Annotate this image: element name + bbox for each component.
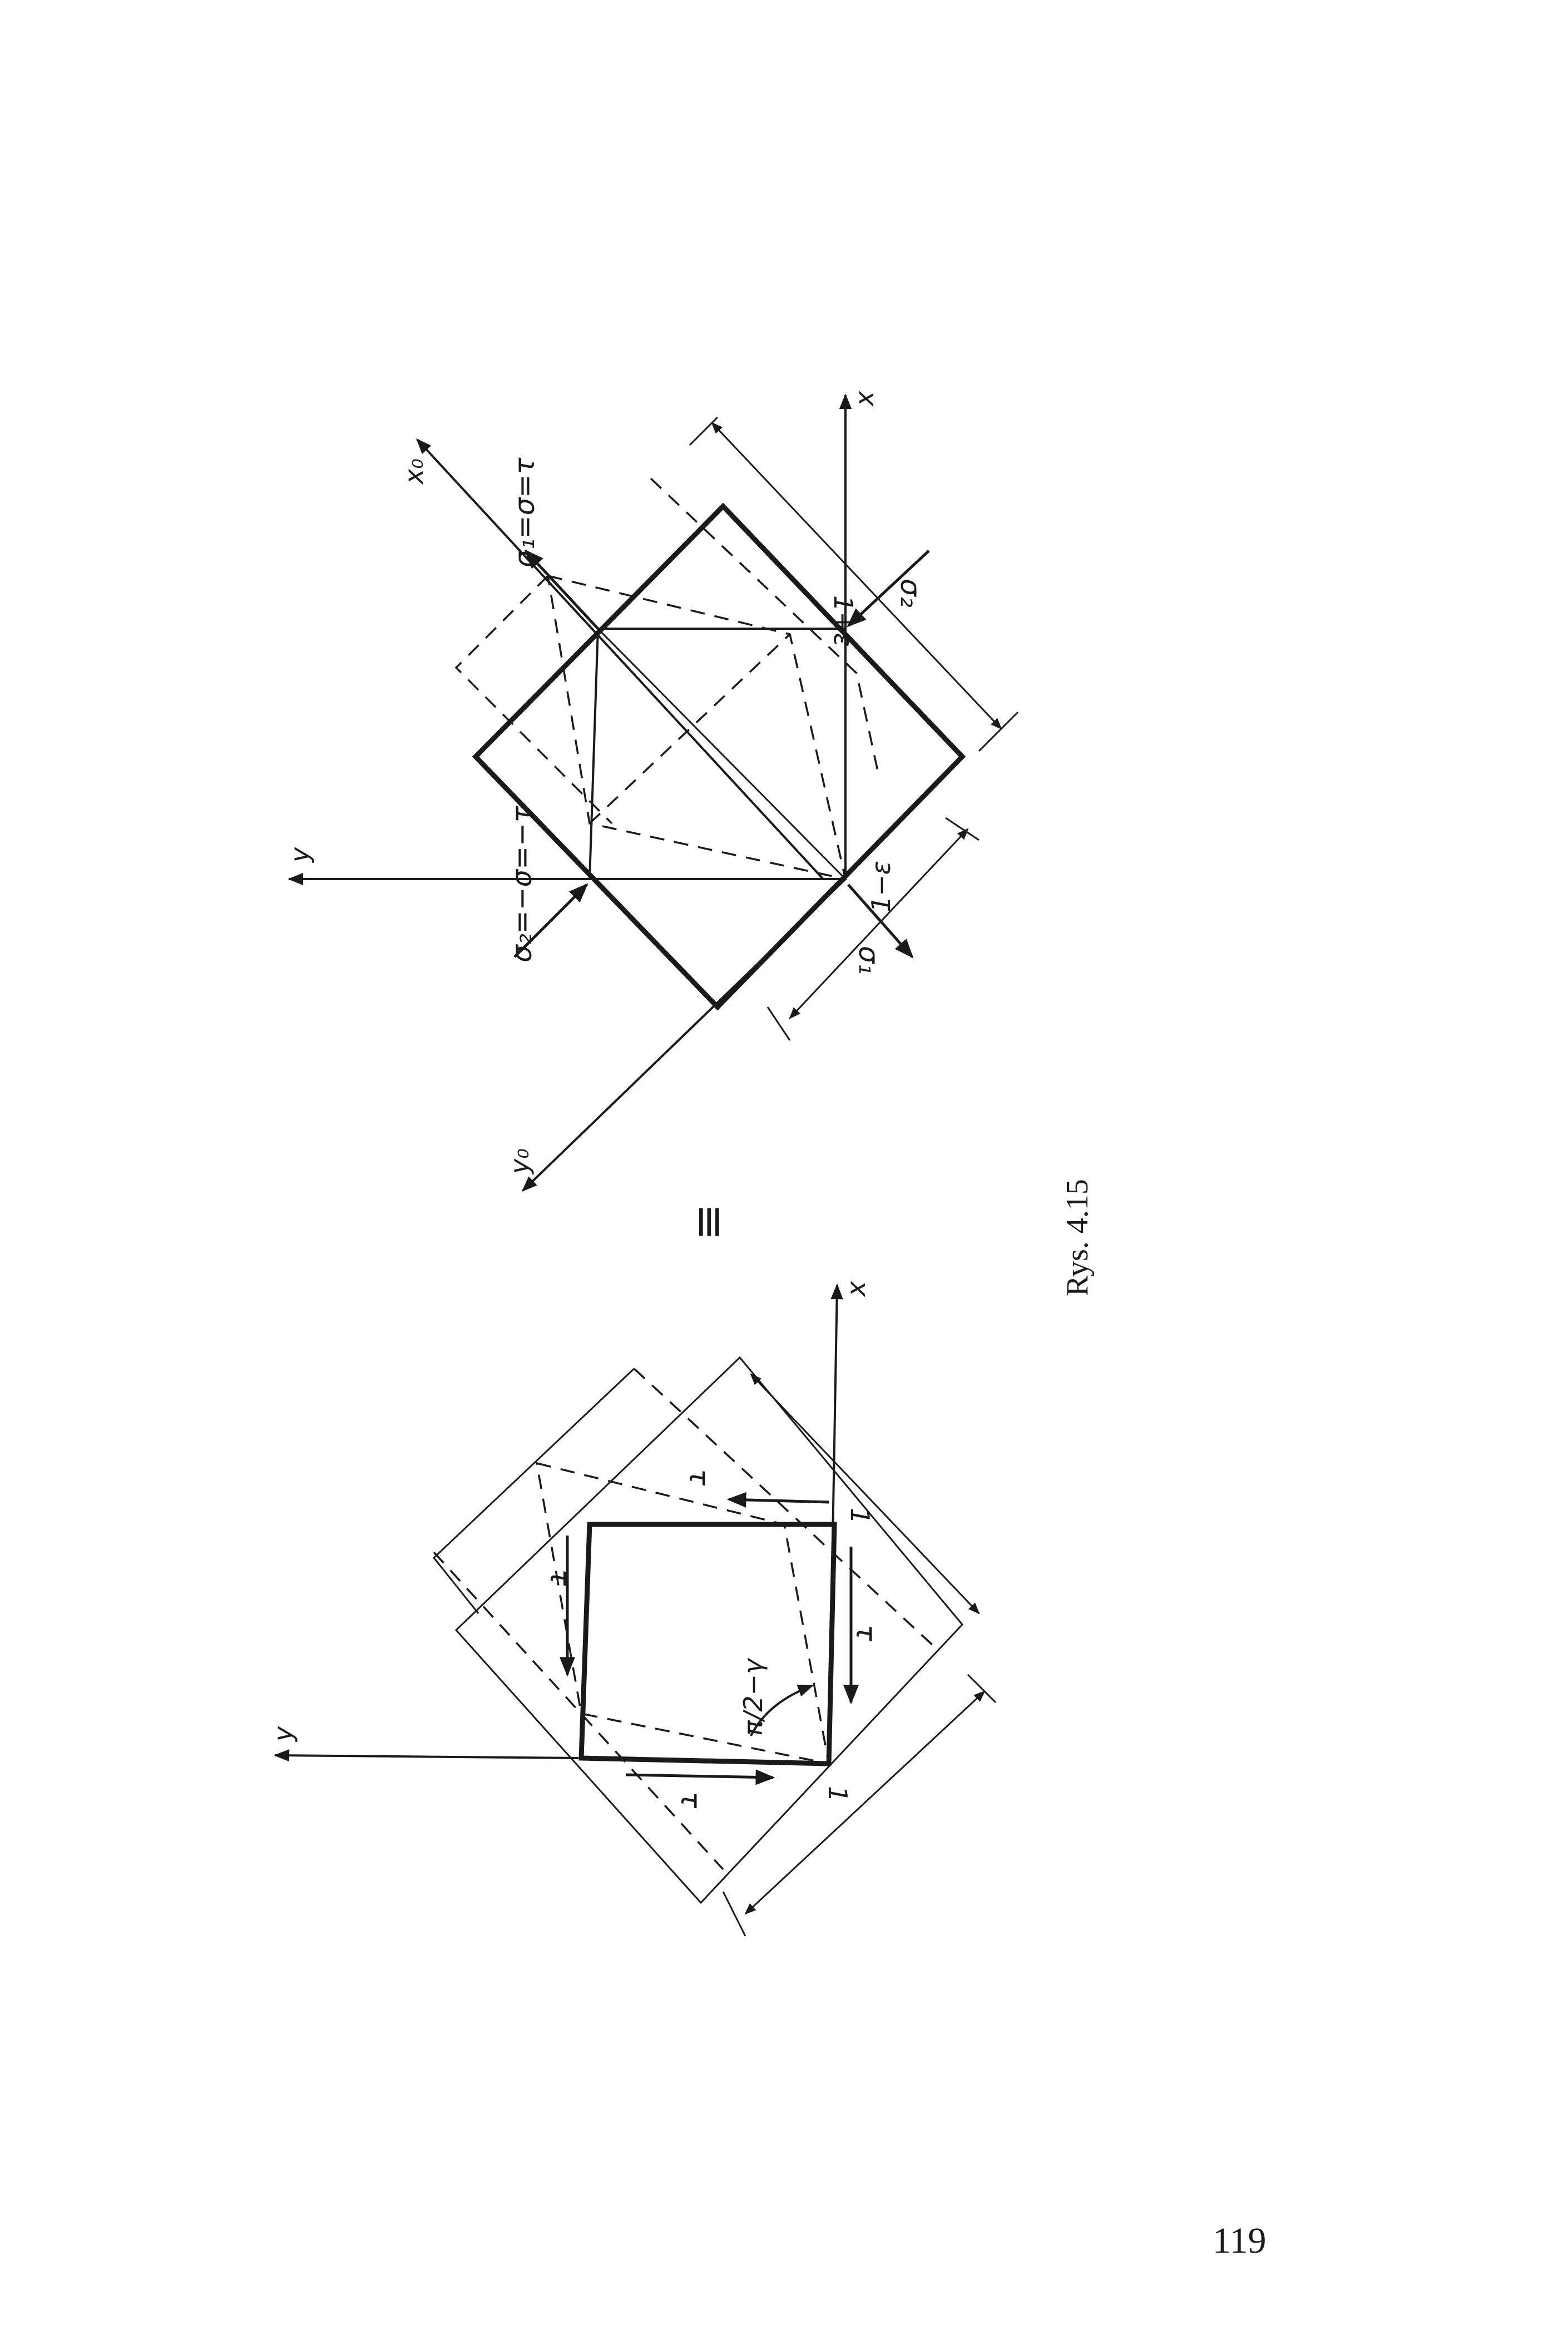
right-labels: x y x₀ y₀ σ₁=σ=τ σ₂=−σ=−τ 1+ε σ₂ 1−ε σ₁ <box>285 391 927 1175</box>
label-sigma1: σ₁ <box>853 946 885 975</box>
label-x0: x₀ <box>399 458 429 485</box>
dashed-outer-left-2 <box>433 1551 724 1870</box>
label-stretch: 1+ε <box>828 595 858 647</box>
label-side-1-lower: 1 <box>823 1786 853 1802</box>
diagonal-right <box>597 628 847 880</box>
left-labels: x y τ τ τ τ 1 1 π/2−γ <box>268 1281 882 1809</box>
dashed-diag-right <box>588 633 791 825</box>
thin-outer-left <box>432 1368 635 1614</box>
label-side-1-upper: 1 <box>845 1508 875 1524</box>
dim-1-lower <box>744 1690 986 1915</box>
dim-line-1e-minus <box>789 828 969 1019</box>
figure-caption: Rys. 4.15 <box>1060 1179 1095 1296</box>
dim-1-upper <box>750 1373 980 1615</box>
label-y-left: y <box>268 1726 298 1742</box>
dashed-outer-right-2 <box>454 575 613 825</box>
dim-ext-l2 <box>967 1674 997 1704</box>
sigma1-arrow-bottom <box>847 883 914 959</box>
dim-ext-l1 <box>722 1891 746 1937</box>
label-tau-1: τ <box>683 1469 715 1486</box>
label-tau-3: τ <box>850 1625 882 1642</box>
sigma2-arrow-left <box>513 883 588 958</box>
dim-line-1e-plus <box>711 422 1002 730</box>
left-diagram <box>274 1284 997 1937</box>
dim-ext-4 <box>945 817 980 841</box>
label-tau-4: τ <box>675 1791 707 1809</box>
label-compress: 1−ε <box>866 861 896 912</box>
right-diagram <box>288 393 1019 1192</box>
label-y-right: y <box>285 847 315 863</box>
equivalence-symbol: ≡ <box>682 1203 734 1241</box>
label-tau-2: τ <box>544 1569 576 1586</box>
label-sigma2-eq: σ₂=−σ=−τ <box>506 806 538 962</box>
angle-arc <box>750 1685 814 1736</box>
sigma2-arrow-top <box>847 550 930 628</box>
tau-arrow-right <box>726 1492 829 1508</box>
dim-ext-2 <box>978 711 1019 752</box>
sigma1-arrow-x0 <box>524 549 599 630</box>
axis-x0-line <box>416 438 824 880</box>
bold-square-left <box>578 1522 837 1766</box>
dim-ext-3 <box>766 1006 791 1041</box>
label-x-right: x <box>849 391 879 407</box>
label-sigma1-eq: σ₁=σ=τ <box>508 457 541 567</box>
dim-ext-1 <box>689 416 719 446</box>
label-sigma2: σ₂ <box>894 579 927 608</box>
axis-y-left <box>274 1749 579 1762</box>
label-x-left: x <box>841 1281 871 1297</box>
label-angle: π/2−γ <box>738 1657 768 1736</box>
page-number: 119 <box>1213 2220 1267 2261</box>
label-y0: y₀ <box>504 1148 535 1175</box>
tau-arrow-bottom <box>625 1769 775 1785</box>
